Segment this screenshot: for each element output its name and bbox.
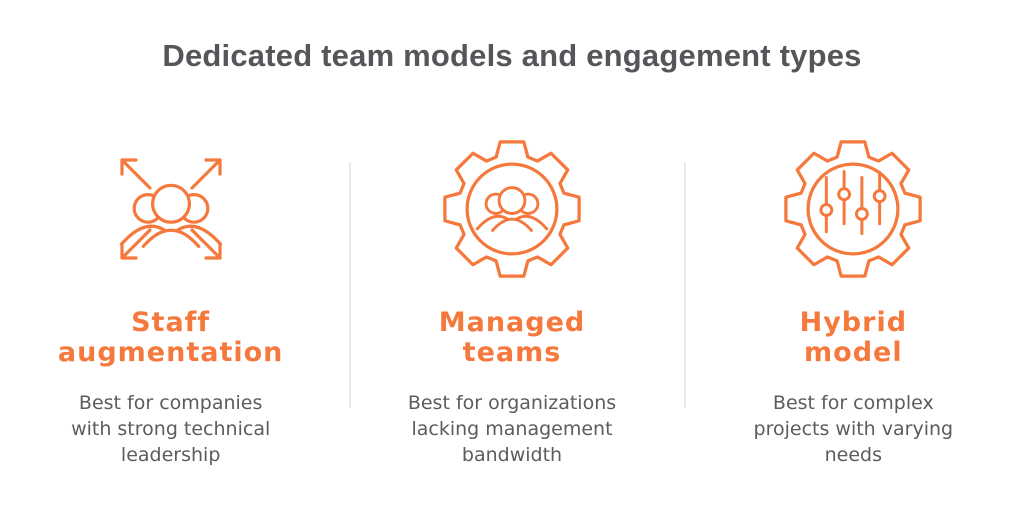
model-heading: Hybrid model xyxy=(799,307,908,368)
models-row: Staff augmentation Best for companies wi… xyxy=(0,130,1024,468)
model-description: Best for organizations lacking managemen… xyxy=(407,392,617,466)
people-expand-icon xyxy=(119,158,222,260)
model-description: Best for complex projects with varying n… xyxy=(753,392,954,466)
gear-team-icon xyxy=(443,140,581,278)
column-divider xyxy=(349,162,351,408)
column-managed-teams: Managed teams Best for organizations lac… xyxy=(341,130,682,468)
model-description: Best for companies with strong technical… xyxy=(71,392,271,466)
column-divider xyxy=(684,162,686,408)
model-heading: Staff augmentation xyxy=(57,307,284,368)
model-heading: Managed teams xyxy=(438,307,586,368)
column-hybrid-model: Hybrid model Best for complex projects w… xyxy=(683,130,1024,468)
gear-sliders-icon xyxy=(784,140,923,278)
page-title: Dedicated team models and engagement typ… xyxy=(162,38,862,73)
column-staff-augmentation: Staff augmentation Best for companies wi… xyxy=(0,130,341,468)
